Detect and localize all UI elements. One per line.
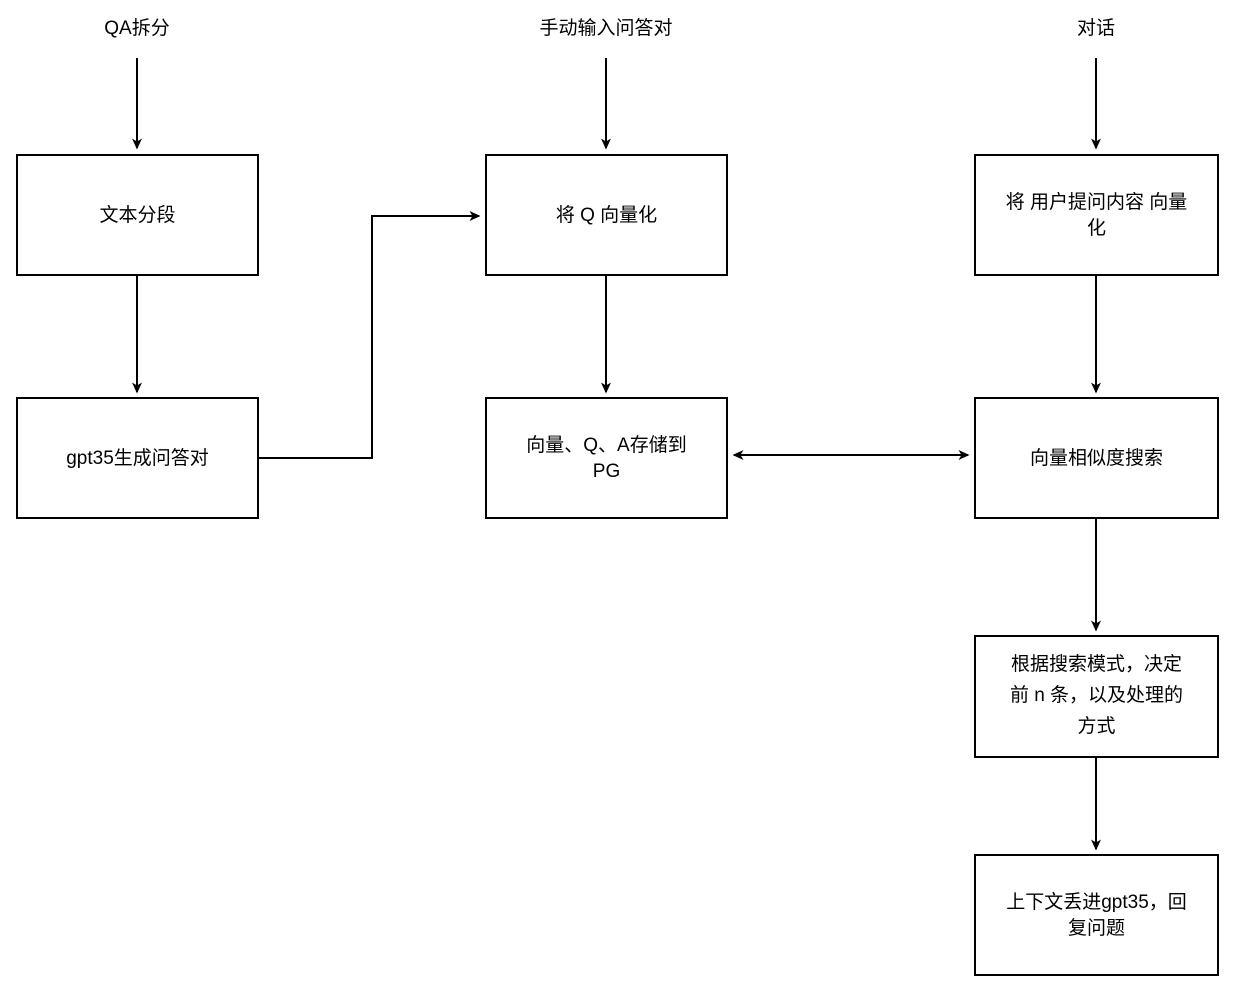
node-text-split[interactable]: 文本分段 — [16, 154, 259, 276]
node-text-split-label: 文本分段 — [99, 204, 175, 226]
node-similarity-search[interactable]: 向量相似度搜索 — [974, 397, 1219, 519]
node-vectorize-user-question-label-line2: 化 — [1087, 217, 1106, 239]
node-search-mode-label-line1: 根据搜索模式，决定 — [1011, 653, 1182, 675]
node-vectorize-q[interactable]: 将 Q 向量化 — [485, 154, 728, 276]
node-vectorize-user-question[interactable]: 将 用户提问内容 向量 化 — [974, 154, 1219, 276]
node-search-mode-label-line3: 方式 — [1077, 715, 1115, 737]
node-gpt35-generate[interactable]: gpt35生成问答对 — [16, 397, 259, 519]
node-store-pg-label-line1: 向量、Q、A存储到 — [526, 434, 686, 456]
node-context-to-gpt35[interactable]: 上下文丢进gpt35，回 复问题 — [974, 854, 1219, 976]
label-manual-input: 手动输入问答对 — [539, 17, 672, 39]
node-similarity-search-label: 向量相似度搜索 — [1030, 447, 1163, 469]
node-gpt35-generate-label: gpt35生成问答对 — [66, 447, 209, 469]
node-search-mode[interactable]: 根据搜索模式，决定 前 n 条，以及处理的 方式 — [974, 635, 1219, 758]
node-store-pg-label-line2: PG — [593, 461, 620, 482]
node-context-to-gpt35-label-line1: 上下文丢进gpt35，回 — [1006, 891, 1187, 913]
node-search-mode-label-line2: 前 n 条，以及处理的 — [1010, 684, 1183, 706]
node-context-to-gpt35-label-line2: 复问题 — [1068, 917, 1125, 939]
label-dialogue: 对话 — [1077, 17, 1115, 39]
node-vectorize-user-question-label-line1: 将 用户提问内容 向量 — [1006, 191, 1188, 213]
edge-gpt35-to-vectorize-q — [258, 211, 481, 459]
node-vectorize-q-label: 将 Q 向量化 — [556, 204, 657, 226]
label-qa-split: QA拆分 — [104, 17, 169, 39]
node-store-pg[interactable]: 向量、Q、A存储到 PG — [485, 397, 728, 519]
